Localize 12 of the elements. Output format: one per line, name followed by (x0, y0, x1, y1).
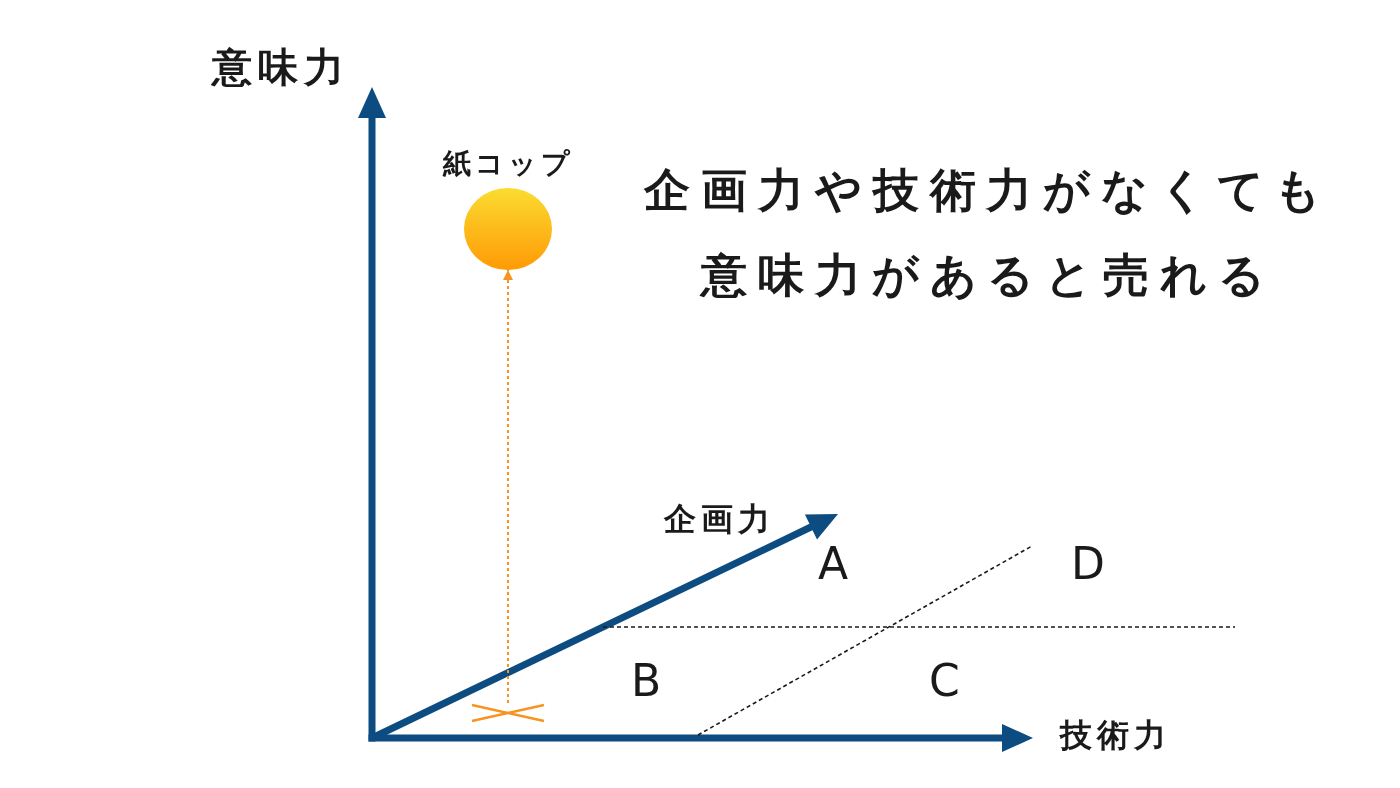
region-label: A (818, 542, 849, 586)
node-caption: 紙コップ (443, 150, 574, 178)
axis-label: 意味力 (212, 47, 350, 87)
region-label: B (631, 659, 662, 703)
circle-marker (464, 188, 552, 270)
axis-label: 企画力 (664, 503, 775, 535)
dotted-arrow (503, 269, 513, 704)
axis-label: 技術力 (1060, 719, 1171, 751)
region-label: C (929, 659, 960, 703)
title: 企画力や技術力がなくても意味力があると売れる (643, 162, 1334, 304)
cross-mark (472, 703, 544, 723)
region-label: D (1071, 542, 1105, 586)
